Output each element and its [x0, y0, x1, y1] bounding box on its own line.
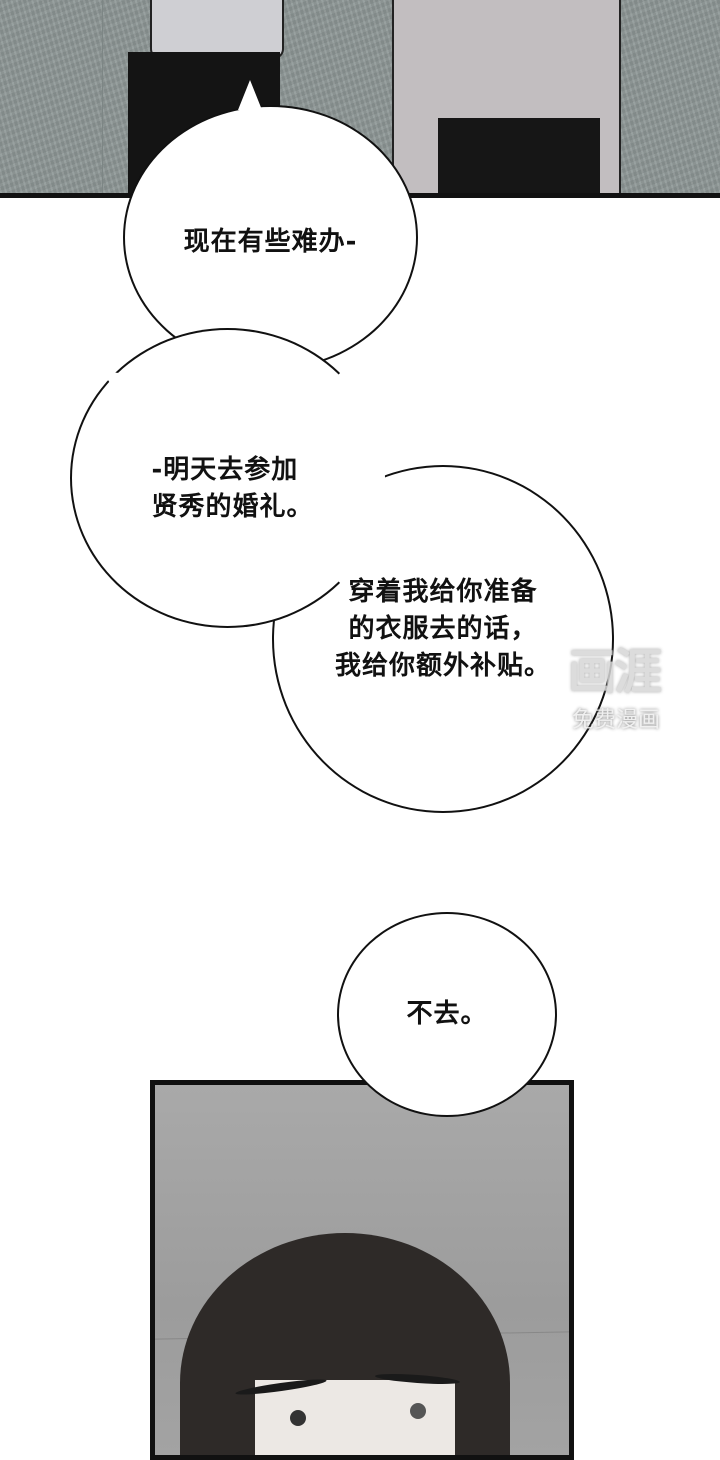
right-eye — [410, 1403, 426, 1419]
left-eye — [290, 1410, 306, 1426]
dialogue-text: 现在有些难办- — [183, 227, 358, 257]
right-figure-trousers — [438, 118, 600, 193]
speech-bubble: 不去。 — [337, 912, 557, 1117]
dialogue-text: 穿着我给你准备 的衣服去的话， 我给你额外补贴。 — [334, 576, 551, 681]
bubble-tail — [238, 80, 262, 110]
dialogue-text: -明天去参加 贤秀的婚礼。 — [151, 455, 314, 522]
left-figure-shirt — [150, 0, 284, 59]
speech-bubble: -明天去参加 贤秀的婚礼。 — [70, 328, 385, 628]
dialogue-text: 不去。 — [406, 999, 488, 1029]
watermark: 画涯 免费漫画 — [568, 632, 686, 733]
watermark-logo: 画涯 — [568, 644, 662, 700]
wall-seam — [102, 0, 103, 193]
watermark-subtitle: 免费漫画 — [572, 708, 661, 733]
character-face — [255, 1380, 455, 1455]
speech-bubble: 现在有些难办- — [123, 105, 418, 370]
bottom-panel — [150, 1080, 574, 1460]
